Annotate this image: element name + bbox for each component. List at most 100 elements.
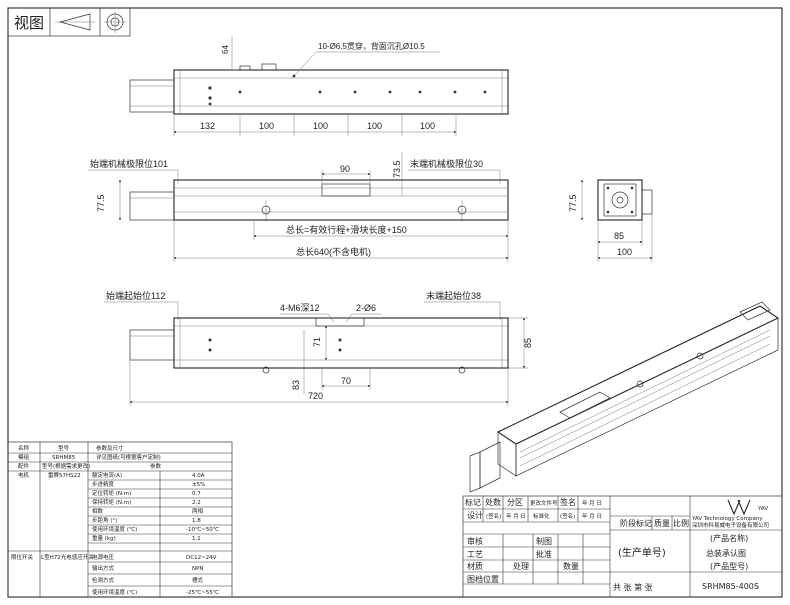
design-c5: 年 月 日 [582, 512, 602, 520]
dim-90: 90 [340, 164, 350, 174]
spec-r12-c2: 检测方式 [92, 576, 115, 584]
spec-r7-c3: 1.8 [192, 518, 201, 524]
rev-h0: 标记 [465, 497, 481, 507]
side-height-dim: 77.5 [568, 194, 578, 212]
view-header: 视图 [7, 7, 131, 37]
spec-r1-c0: 配件 [18, 462, 30, 470]
model-code: SRHM85-400S [702, 582, 759, 591]
spec-header-0: 名称 [18, 444, 30, 452]
bottom-view: 始端起始位112 末端起始位38 4-M6深12 2-Ø6 71 85 83 7… [104, 290, 533, 406]
archive-label: 图档位置 [467, 574, 499, 584]
rev-h1: 处数 [485, 497, 501, 507]
approve-label: 批准 [536, 549, 552, 559]
rev-h3: 更改文件号 [530, 499, 558, 507]
order-label: (生产单号) [618, 546, 666, 559]
top-dim-4: 100 [420, 121, 435, 131]
spec-r8-c3: -10℃~50℃ [186, 526, 219, 533]
spec-r3-c3: ±5% [192, 482, 205, 488]
spec-r4-c2: 定位转矩 (N.m) [92, 489, 131, 497]
spec-r2-c2: 额定电流(A) [92, 471, 122, 479]
spec-r0-c2: 详见图纸(可根据客户定制) [96, 453, 161, 461]
spec-r11-c2: 输出方式 [92, 564, 115, 572]
spec-r13-c3: -25℃~55℃ [186, 589, 219, 596]
side-dim-100: 100 [617, 247, 632, 257]
side-dim-85: 85 [614, 231, 624, 241]
dim-71: 71 [312, 337, 322, 347]
drawing-title: 总装承认图 [706, 548, 746, 558]
spec-r11-c3: NPN [192, 566, 204, 572]
check-label: 审核 [467, 536, 483, 546]
front-rail [173, 179, 509, 221]
stage-h1: 质量 [654, 518, 670, 528]
top-dim-3: 100 [367, 121, 382, 131]
spec-r5-c2: 保持转矩 (N.m) [92, 498, 131, 506]
start-limit-label: 始端机械极限位101 [90, 158, 168, 169]
dim-85-bottom: 85 [523, 338, 533, 348]
product-model: (产品型号) [710, 561, 748, 571]
spec-r5-c3: 2.2 [192, 500, 201, 506]
spec-r10-c3: DC12~24V [186, 555, 217, 561]
spec-r9-c2: 重量 (kg) [92, 534, 116, 542]
spec-r10-c1: L型H72光电感应开关 [41, 553, 94, 561]
process-label: 工艺 [467, 550, 483, 559]
spec-r8-c2: 使用环境温度 (℃) [92, 525, 137, 533]
spec-r10-c2: 电源电压 [92, 553, 115, 561]
logo-text: YAV [757, 506, 768, 512]
projection-symbol-icon [55, 11, 126, 33]
hole-note-label: 10-Ø6.5贯穿，背面沉孔Ø10.5 [318, 41, 425, 51]
side-view: 77.5 85 100 [568, 179, 653, 262]
spec-r13-c2: 使用环境温度 (℃) [92, 588, 137, 596]
rev-h2: 分区 [507, 498, 523, 507]
product-name: (产品名称) [710, 533, 748, 543]
produce-label: 制图 [536, 536, 552, 546]
design-c1: (签名) [486, 512, 501, 520]
spec-r4-c3: 0.7 [192, 491, 201, 497]
quantity-label: 数量 [563, 561, 579, 571]
motor-body [129, 79, 175, 113]
start-origin-label: 始端起始位112 [106, 290, 165, 301]
total-length-label: 总长640(不含电机) [296, 246, 371, 257]
spec-r7-c2: 步距角 (°) [92, 516, 117, 524]
dim-73-5: 73.5 [392, 160, 402, 178]
spec-r3-c2: 步进精度 [92, 480, 115, 488]
sheets-label: 共 张 第 张 [613, 582, 653, 592]
top-dim-2: 100 [313, 121, 328, 131]
spec-r12-c3: 槽式 [192, 576, 204, 584]
spec-r6-c2: 相数 [92, 507, 104, 515]
design-c2: 年 月 日 [506, 512, 526, 520]
company-en: YAV Technology Company [691, 516, 763, 522]
spec-header-1: 型号 [58, 444, 70, 452]
company-cn: 深圳市科易威电子设备有限公司 [692, 521, 769, 529]
spec-r1-c1: 型号(根据需求更改) [42, 462, 90, 470]
top-height-dim: 64 [221, 45, 230, 54]
spec-r10-c0: 限位开关 [11, 553, 34, 561]
dim-70: 70 [341, 376, 351, 386]
spec-r0-c1: SRHM85 [52, 455, 76, 461]
view-label: 视图 [14, 14, 44, 32]
spec-r0-c0: 模组 [18, 453, 30, 461]
spec-r2-c0: 电机 [18, 471, 30, 479]
rev-h5: 年 月 日 [582, 499, 602, 507]
handle-label: 处理 [513, 561, 529, 571]
dim-720: 720 [308, 391, 323, 401]
title-block: 标记 处数 分区 更改文件号 签名 年 月 日 设计 (签名) 年 月 日 标准… [462, 495, 783, 598]
dim-83: 83 [291, 380, 301, 390]
design-c0: 设计 [467, 510, 483, 520]
stage-h2: 比例 [673, 518, 689, 528]
m6-note-label: 4-M6深12 [280, 303, 320, 313]
spec-header-2: 参数及尺寸 [96, 444, 124, 452]
total-formula-label: 总长=有效行程+滑块长度+150 [286, 224, 407, 235]
end-origin-label: 末端起始位38 [426, 290, 481, 301]
spec-table: 名称 型号 参数及尺寸 模组 SRHM85 详见图纸(可根据客户定制) 配件 型… [7, 441, 233, 598]
spec-r2-c1: 雷赛57HS22 [48, 471, 81, 479]
spec-r9-c3: 1.1 [192, 536, 201, 542]
spec-r2-c3: 4.0A [192, 473, 205, 479]
spec-r1-c2: 参数 [150, 462, 162, 470]
mount-holes [208, 74, 487, 106]
front-motor [129, 191, 175, 221]
end-limit-label: 末端机械极限位30 [410, 158, 483, 169]
rail-body [173, 69, 509, 115]
top-dim-1: 100 [259, 121, 274, 131]
company-logo-icon: YAV [727, 499, 768, 516]
